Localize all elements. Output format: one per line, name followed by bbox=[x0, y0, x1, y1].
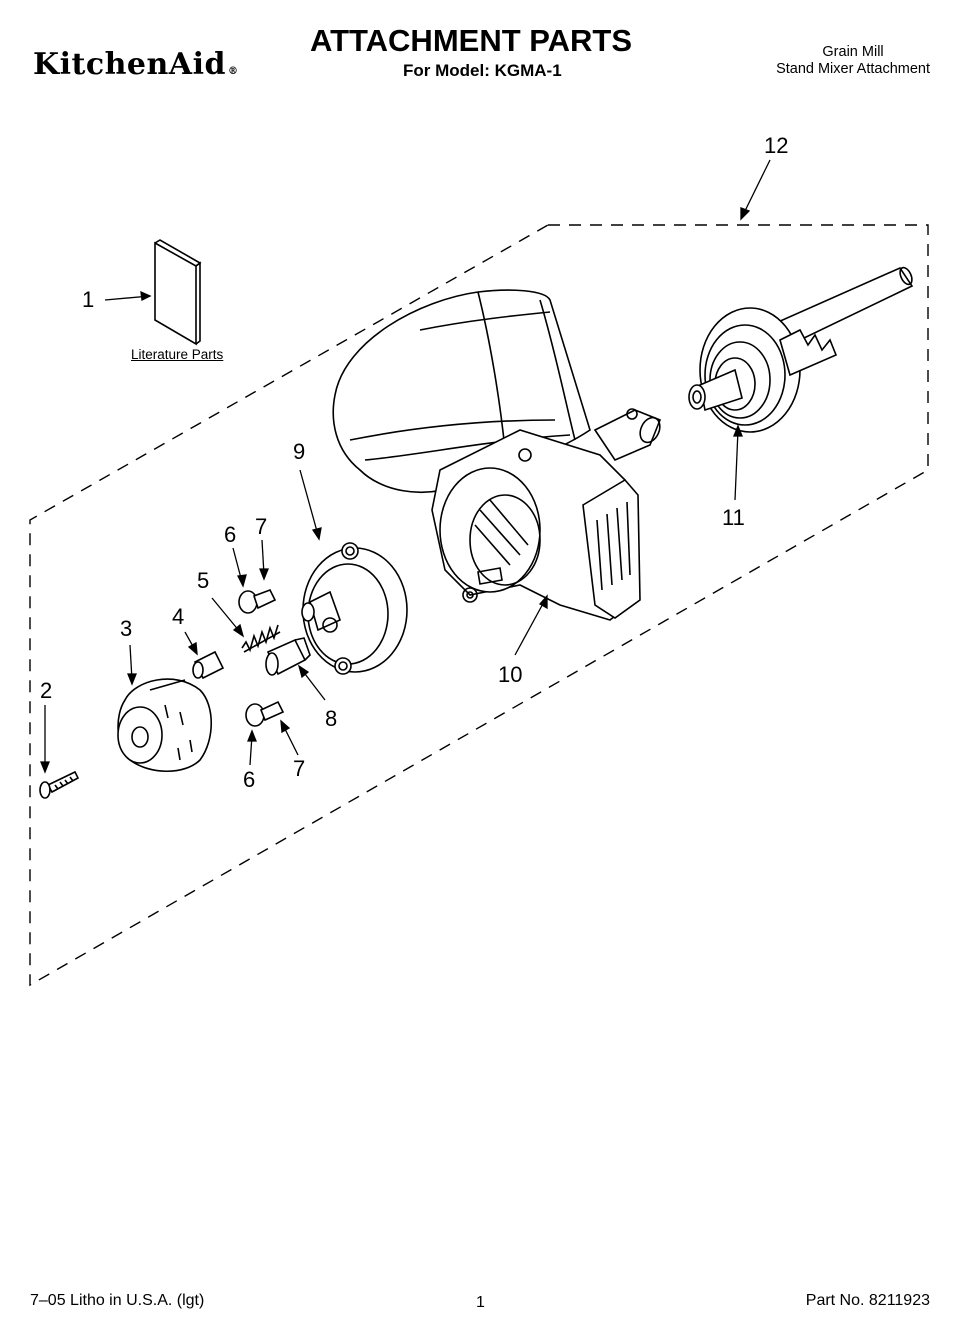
literature-booklet-icon bbox=[155, 240, 200, 344]
mill-body-icon bbox=[333, 290, 663, 620]
model-number: For Model: KGMA-1 bbox=[403, 61, 562, 80]
callout-2: 2 bbox=[40, 678, 53, 703]
page-title: ATTACHMENT PARTS bbox=[310, 23, 633, 58]
pin-icon bbox=[193, 652, 223, 678]
callout-6-lower: 6 bbox=[243, 767, 256, 792]
callout-7-upper: 7 bbox=[255, 514, 268, 539]
product-name: Grain Mill bbox=[822, 44, 884, 60]
bushing-icon bbox=[266, 638, 310, 675]
callout-4: 4 bbox=[172, 604, 185, 629]
callout-1: 1 bbox=[82, 287, 95, 312]
callout-leaders bbox=[41, 160, 770, 772]
callout-12: 12 bbox=[764, 133, 789, 158]
page-number: 1 bbox=[476, 1294, 485, 1311]
callout-11: 11 bbox=[722, 505, 745, 530]
callout-8: 8 bbox=[325, 706, 338, 731]
callout-10: 10 bbox=[498, 662, 523, 687]
print-info: 7–05 Litho in U.S.A. (lgt) bbox=[30, 1292, 205, 1309]
product-type: Stand Mixer Attachment bbox=[776, 61, 930, 77]
part-number: Part No. 8211923 bbox=[805, 1292, 930, 1309]
callout-3: 3 bbox=[120, 616, 133, 641]
kitchenaid-logo: KitchenAid® bbox=[33, 50, 238, 80]
adjustment-knob-icon bbox=[118, 679, 211, 771]
front-plate-icon bbox=[302, 543, 407, 674]
callout-7-lower: 7 bbox=[293, 756, 306, 781]
product-description: Grain Mill Stand Mixer Attachment bbox=[776, 44, 930, 78]
thumbscrew-upper-icon bbox=[239, 590, 275, 613]
callout-6-upper: 6 bbox=[224, 522, 237, 547]
callout-5: 5 bbox=[197, 568, 210, 593]
literature-parts-label: Literature Parts bbox=[131, 347, 224, 362]
spring-icon bbox=[242, 625, 280, 652]
registered-mark: ® bbox=[227, 66, 239, 77]
assembly-boundary bbox=[30, 225, 928, 985]
screw-icon bbox=[40, 772, 78, 798]
brand-name: KitchenAid bbox=[33, 47, 226, 82]
thumbscrew-lower-icon bbox=[246, 702, 283, 726]
auger-shaft-icon bbox=[689, 266, 914, 432]
callout-9: 9 bbox=[293, 439, 306, 464]
